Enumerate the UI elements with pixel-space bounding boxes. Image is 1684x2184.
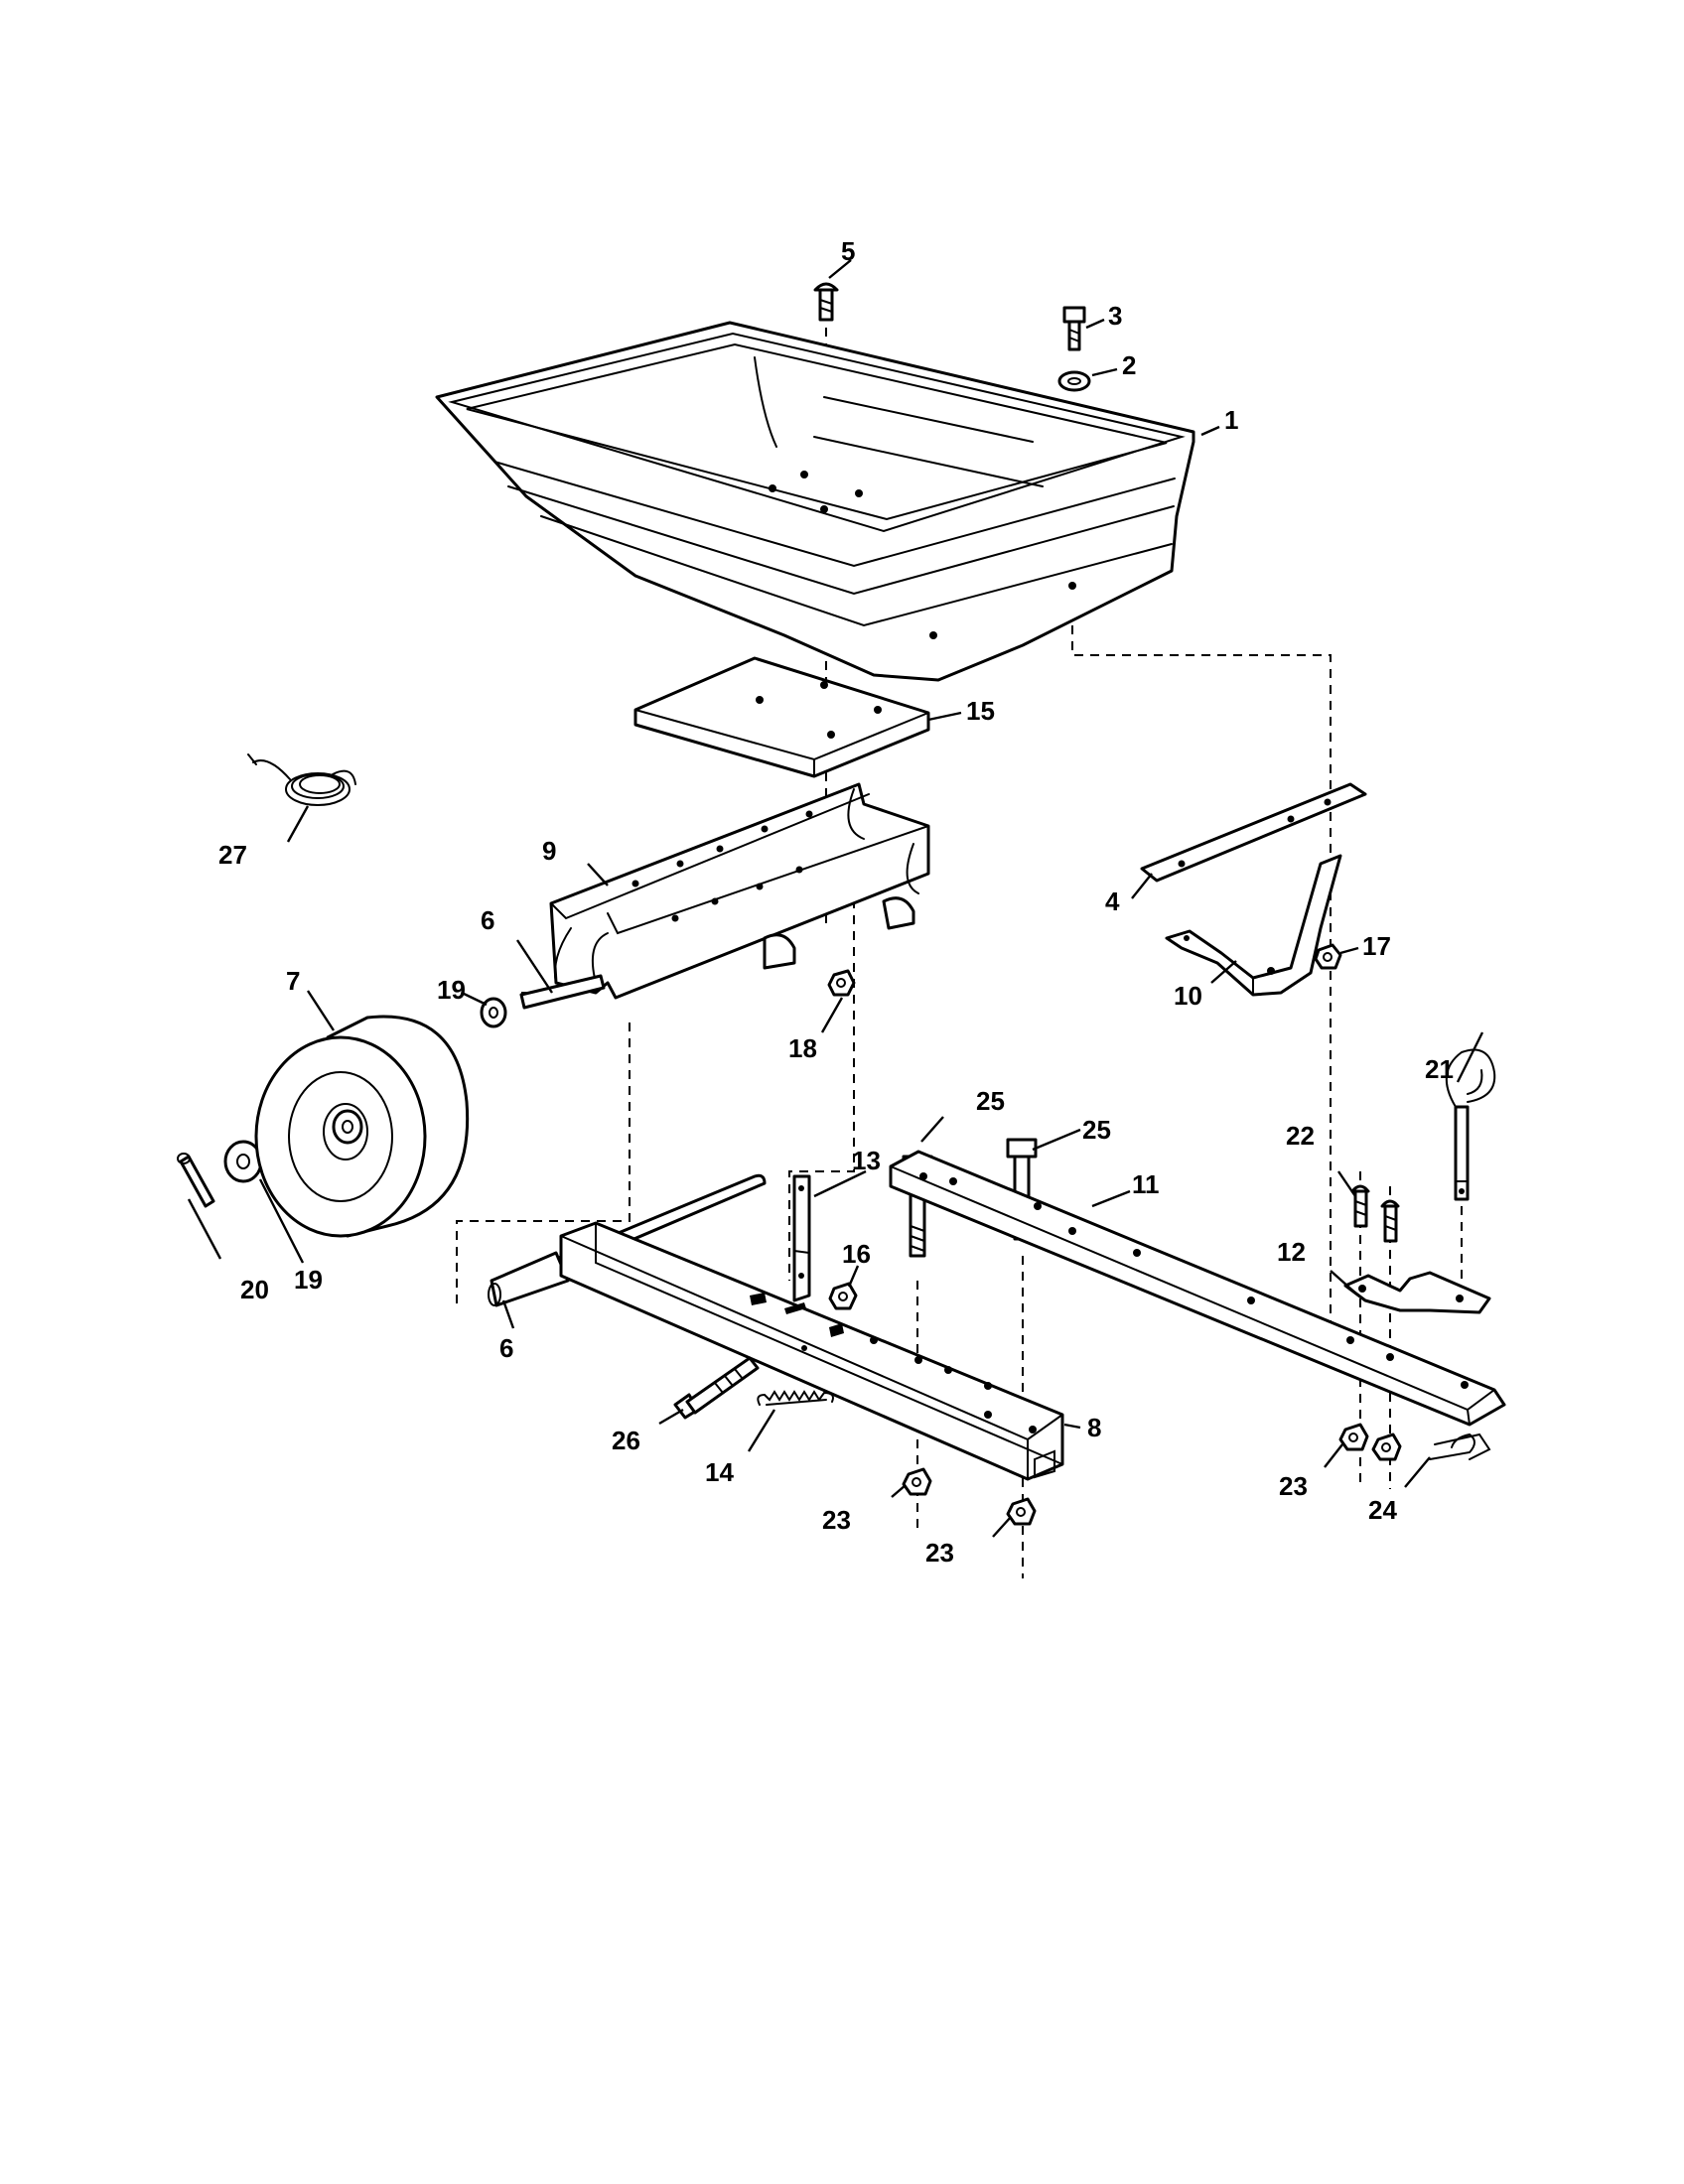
- callout-26: 26: [612, 1426, 640, 1455]
- callout-23c: 23: [1279, 1471, 1308, 1501]
- callout-17: 17: [1362, 931, 1391, 961]
- washer-upper: [480, 997, 507, 1028]
- tub-bed: [435, 321, 1195, 682]
- callout-1: 1: [1224, 405, 1238, 435]
- wire-coil: [247, 753, 356, 806]
- callout-27: 27: [218, 840, 247, 870]
- callout-25a: 25: [976, 1086, 1005, 1116]
- callout-5: 5: [841, 236, 855, 266]
- callout-21: 21: [1425, 1054, 1454, 1084]
- mount-plate: [633, 656, 930, 778]
- callout-19a: 19: [437, 975, 466, 1005]
- callout-25b: 25: [1082, 1115, 1111, 1145]
- callout-2: 2: [1122, 350, 1136, 380]
- callout-23a: 23: [822, 1505, 851, 1535]
- carriage-bolt: [813, 282, 839, 322]
- callout-23b: 23: [925, 1538, 954, 1568]
- hairpin-clip: [1429, 1433, 1491, 1460]
- callout-13: 13: [852, 1146, 881, 1175]
- callout-14: 14: [705, 1457, 734, 1487]
- link-bar: [792, 1174, 811, 1302]
- callout-3: 3: [1108, 301, 1122, 331]
- lock-nut-23b: [1006, 1497, 1037, 1526]
- bolt-26: [673, 1356, 760, 1420]
- bracket: [1165, 854, 1342, 997]
- bolt-22a: [1350, 1184, 1370, 1228]
- callout-8: 8: [1087, 1413, 1101, 1442]
- callout-4: 4: [1105, 887, 1120, 916]
- axle-upper: [519, 974, 606, 1010]
- strap: [1140, 782, 1367, 883]
- lock-nut-18: [827, 969, 856, 997]
- callout-15: 15: [966, 696, 995, 726]
- callout-20: 20: [240, 1275, 269, 1304]
- lock-nut-17: [1314, 943, 1342, 970]
- callout-11: 11: [1132, 1169, 1160, 1199]
- callout-18: 18: [788, 1033, 817, 1063]
- lock-nut-16: [828, 1282, 858, 1310]
- tension-spring: [757, 1390, 834, 1406]
- callout-6a: 6: [481, 905, 494, 935]
- lock-nut-23c: [1338, 1423, 1369, 1451]
- bolt: [1062, 306, 1086, 351]
- callout-19b: 19: [294, 1265, 323, 1295]
- callout-9: 9: [542, 836, 556, 866]
- cotter-pin: [177, 1153, 215, 1208]
- wheel: [254, 1015, 470, 1238]
- hitch-bracket: [1343, 1271, 1491, 1314]
- callouts: 1 2 3 4 5 6 6 7 8 9 10 11 12 13 14 15 16…: [218, 236, 1454, 1568]
- callout-10: 10: [1174, 981, 1202, 1011]
- bolt-22b: [1380, 1199, 1400, 1243]
- leader-lines: [187, 259, 1484, 1538]
- washer: [1057, 370, 1091, 392]
- callout-22: 22: [1286, 1121, 1315, 1151]
- lock-nut-23d: [1371, 1433, 1402, 1461]
- lock-nut-23a: [902, 1467, 932, 1496]
- hitch-pin: [1445, 1048, 1496, 1201]
- callout-12: 12: [1277, 1237, 1306, 1267]
- callout-16: 16: [842, 1239, 871, 1269]
- callout-7: 7: [286, 966, 300, 996]
- callout-6b: 6: [499, 1333, 513, 1363]
- tongue-tube: [559, 1221, 1064, 1481]
- frame-bar: [889, 1150, 1506, 1427]
- callout-24: 24: [1368, 1495, 1397, 1525]
- axle-channel: [549, 782, 930, 1000]
